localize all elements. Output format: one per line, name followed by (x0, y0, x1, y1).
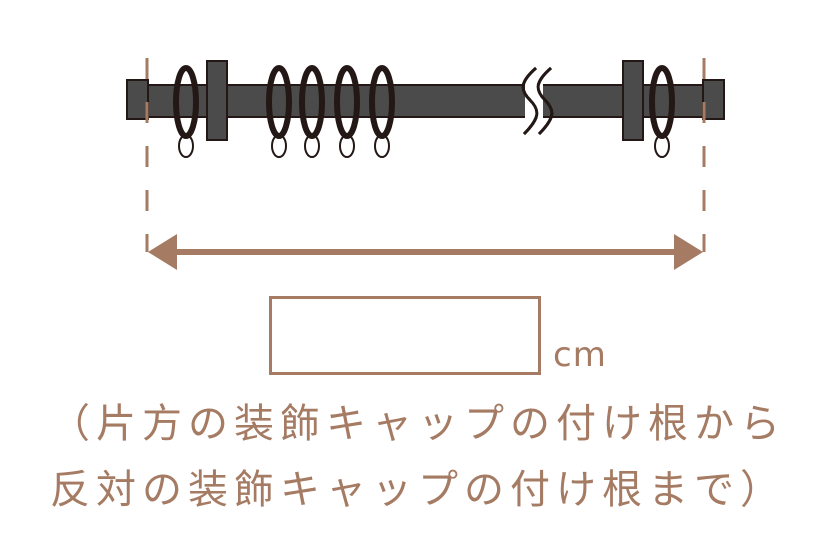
unit-label: cm (553, 335, 607, 375)
measurement-input-box[interactable] (269, 296, 541, 375)
left-bracket (206, 60, 228, 141)
curtain-rod (126, 79, 725, 120)
ring-icon (173, 65, 199, 158)
curtain-rings (173, 65, 675, 158)
measurement-arrow-icon (148, 234, 703, 270)
ring-icon (266, 65, 292, 158)
ring-icon (649, 65, 675, 158)
right-end-cap (702, 79, 725, 120)
ring-icon (369, 65, 395, 158)
ring-icon (299, 65, 325, 158)
note-line-1: （片方の装飾キャップの付け根から (50, 401, 786, 447)
break-symbol-icon (521, 66, 554, 136)
left-end-cap (126, 79, 149, 120)
note-line-2: 反対の装飾キャップの付け根まで） (50, 467, 786, 513)
ring-icon (334, 65, 360, 158)
right-bracket (622, 60, 644, 141)
